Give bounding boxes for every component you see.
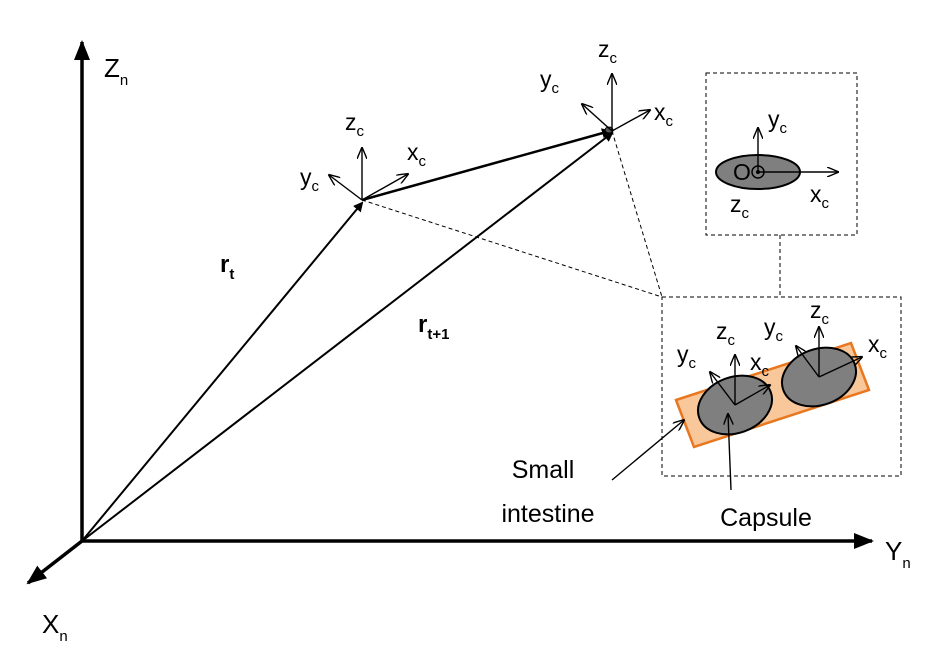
capsule-1-y-axis	[710, 372, 736, 406]
capsule-1-y-label: yc	[677, 341, 697, 372]
capsule-pointer	[728, 414, 731, 491]
frame-t1-z-label: zc	[598, 36, 618, 67]
x-n-label: Xn	[42, 609, 68, 645]
intestine-pointer	[611, 420, 684, 481]
capsule-2-z-label: zc	[810, 297, 830, 328]
capsule-frame-t: zc xc yc	[300, 109, 427, 201]
frame-t1-x-label: xc	[654, 99, 674, 130]
capsule-1-z-label: zc	[716, 318, 736, 349]
frame-t1-y-axis	[582, 104, 613, 132]
connector-t-to-inset	[361, 199, 663, 298]
dashed-connectors	[361, 130, 781, 298]
frame-t-y-label: yc	[300, 164, 320, 195]
frame-t-x-label: xc	[407, 139, 427, 170]
z-n-label: Zn	[104, 53, 128, 89]
y-n-label: Yn	[885, 536, 911, 572]
top-inset-z-label: zc	[730, 191, 750, 222]
small-intestine-label-line2: intestine	[501, 500, 594, 528]
displacement-vector	[361, 128, 612, 202]
top-inset-box	[705, 72, 858, 236]
capsule-1-x-axis	[734, 385, 770, 406]
bottom-inset: zc xc yc zc xc yc	[611, 296, 902, 491]
frame-t1-y-label: yc	[540, 66, 560, 97]
capsule-label: Capsule	[720, 504, 812, 532]
frame-t-z-label: zc	[345, 109, 365, 140]
capsule-2-x-label: xc	[868, 331, 888, 362]
small-intestine-label-line1: Small	[512, 456, 575, 484]
world-frame: Zn Yn Xn	[26, 40, 911, 645]
r-t-vector	[81, 201, 364, 542]
capsule-frame-t1: zc xc yc	[540, 36, 674, 134]
frame-t1-x-axis	[611, 110, 650, 132]
top-inset: O yc xc zc	[705, 72, 858, 236]
capsule-2-x-axis	[818, 357, 862, 378]
frame-t-y-axis	[329, 175, 363, 201]
x-n-axis	[26, 539, 84, 585]
top-inset-y-label: yc	[768, 106, 788, 137]
capsule-2-y-label: yc	[764, 314, 784, 345]
origin-label: O	[733, 159, 751, 185]
r-t1-vector	[81, 131, 614, 542]
top-inset-x-label: xc	[810, 181, 830, 212]
capsule-1-x-label: xc	[750, 349, 770, 380]
capsule-2-y-axis	[796, 346, 820, 378]
r-t1-label: rt+1	[418, 311, 449, 343]
r-t-label: rt	[220, 251, 234, 283]
connector-t1-to-inset	[611, 130, 663, 298]
position-vectors: rt rt+1	[81, 128, 614, 542]
frame-t-x-axis	[361, 174, 408, 201]
